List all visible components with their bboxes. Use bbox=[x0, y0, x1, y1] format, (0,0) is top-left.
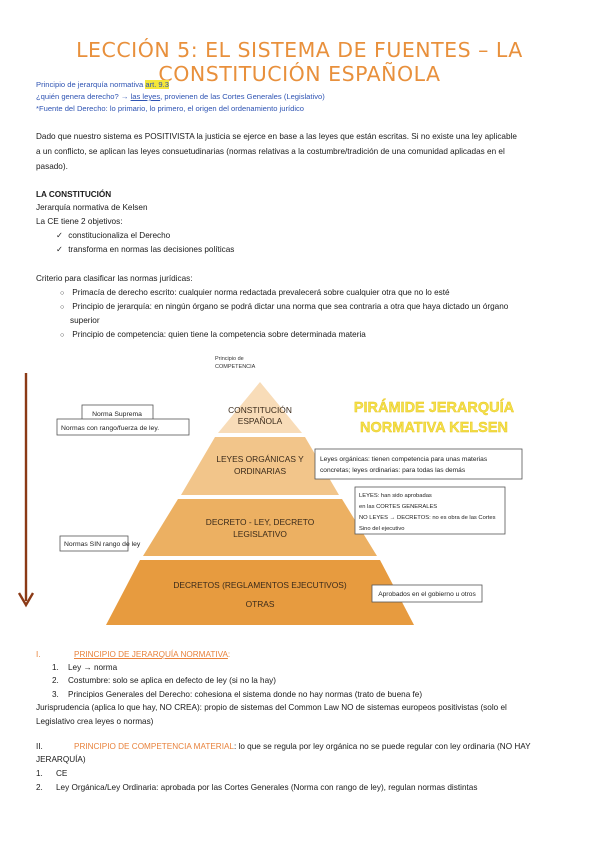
paragraph-line: pasado). bbox=[36, 162, 68, 171]
constitucion-heading: LA CONSTITUCIÓN bbox=[36, 190, 112, 199]
item-text: Principios Generales del Derecho: cohesi… bbox=[68, 690, 423, 699]
kelsen-subheading: Jerarquía normativa de Kelsen bbox=[36, 203, 148, 212]
leyes-organicas-text: Leyes orgánicas: tienen competencia para… bbox=[320, 456, 488, 463]
gobierno-box bbox=[371, 584, 483, 603]
item-number: 2. bbox=[52, 676, 59, 685]
leyes-cortes-box bbox=[354, 486, 506, 535]
jurisprudencia-line: Jurisprudencia (aplica lo que hay, NO CR… bbox=[36, 703, 507, 712]
pyramid-level-4 bbox=[106, 560, 414, 625]
article-highlight: art. 9.3 bbox=[145, 80, 169, 89]
section-2-number: II. bbox=[36, 742, 43, 751]
section-1-heading: I. PRINCIPIO DE JERARQUÍA NORMATIVA: bbox=[36, 648, 230, 661]
item-number: 1. bbox=[36, 769, 43, 778]
item-text: Ley → norma bbox=[68, 663, 118, 672]
pyramid-level-1 bbox=[218, 382, 302, 433]
numbered-item: 3. Principios Generales del Derecho: cohe… bbox=[52, 688, 422, 701]
kelsen-pyramid-diagram: Principio de COMPETENCIA CONSTITUCIÓN ES… bbox=[17, 356, 523, 625]
section-1-colon: : bbox=[227, 650, 231, 659]
section-2-title: PRINCIPIO DE COMPETENCIA MATERIAL bbox=[74, 742, 234, 751]
pyramid-level-2-label: ORDINARIAS bbox=[234, 466, 287, 476]
leyes-cortes-text: NO LEYES → DECRETOS: no es obra de las C… bbox=[359, 515, 496, 521]
numbered-item: 1. CE bbox=[36, 767, 67, 780]
competencia-label: COMPETENCIA bbox=[215, 364, 256, 370]
section-2-continuation: JERARQUÍA) bbox=[36, 755, 86, 764]
sin-rango-box bbox=[59, 535, 129, 552]
list-item: ✓ transforma en normas las decisiones po… bbox=[56, 243, 234, 256]
page-title: LECCIÓN 5: EL SISTEMA DE FUENTES – LA CO… bbox=[76, 38, 523, 86]
list-item: ○ Principio de jerarquía: en ningún órga… bbox=[60, 300, 508, 314]
section-1-number: I. bbox=[36, 650, 41, 659]
las-leyes-link[interactable]: las leyes bbox=[130, 92, 161, 101]
leyes-cortes-text: en las CORTES GENERALES bbox=[359, 504, 437, 510]
circle-bullet-icon: ○ bbox=[60, 332, 65, 339]
list-item-text: Principio de competencia: quien tiene la… bbox=[72, 330, 366, 339]
list-item: ✓ constitucionaliza el Derecho bbox=[56, 229, 170, 242]
numbered-item: 2. Ley Orgánica/Ley Ordinaria: aprobada p… bbox=[36, 781, 477, 794]
sin-rango-text: Normas SIN rango de ley bbox=[64, 541, 141, 548]
section-1-title: PRINCIPIO DE JERARQUÍA NORMATIVA bbox=[74, 650, 228, 659]
pyramid-title: NORMATIVA KELSEN bbox=[360, 420, 508, 436]
item-number: 2. bbox=[36, 783, 43, 792]
paragraph-line: a un conflicto, se aplican las leyes con… bbox=[36, 147, 505, 156]
pyramid-level-4-label: OTRAS bbox=[246, 599, 275, 609]
pyramid-level-3-label: DECRETO - LEY, DECRETO bbox=[206, 517, 315, 527]
numbered-item: 1. Ley → norma bbox=[52, 661, 117, 674]
checkmark-icon: ✓ bbox=[56, 245, 63, 254]
arrow-icon: → bbox=[120, 92, 129, 101]
checkmark-icon: ✓ bbox=[56, 231, 63, 240]
item-text: Ley Orgánica/Ley Ordinaria: aprobada por… bbox=[56, 783, 478, 792]
intro-line-3: *Fuente del Derecho: lo primario, lo pri… bbox=[36, 104, 305, 113]
list-item-text: Primacía de derecho escrito: cualquier n… bbox=[72, 288, 450, 297]
criterio-heading: Criterio para clasificar las normas jurí… bbox=[36, 274, 193, 283]
objetivos-line: La CE tiene 2 objetivos: bbox=[36, 217, 123, 226]
intro-line-1: Principio de jerarquía normativa art. 9.… bbox=[36, 79, 169, 90]
intro-question: ¿quién genera derecho? bbox=[36, 92, 119, 101]
item-number: 3. bbox=[52, 690, 59, 699]
list-item-text: constitucionaliza el Derecho bbox=[68, 231, 171, 240]
norma-suprema-text: Norma Suprema bbox=[92, 411, 142, 418]
numbered-item: 2. Costumbre: solo se aplica en defecto d… bbox=[52, 674, 276, 687]
pyramid-level-2 bbox=[181, 437, 339, 495]
circle-bullet-icon: ○ bbox=[60, 290, 65, 297]
pyramid-level-3 bbox=[143, 499, 377, 556]
pyramid-title: PIRÁMIDE JERARQUÍA bbox=[354, 399, 515, 416]
list-item-text: transforma en normas las decisiones polí… bbox=[68, 245, 235, 254]
section-2-heading: II. PRINCIPIO DE COMPETENCIA MATERIAL: lo… bbox=[36, 740, 531, 753]
item-number: 1. bbox=[52, 663, 59, 672]
pyramid-level-4-label: DECRETOS (REGLAMENTOS EJECUTIVOS) bbox=[173, 580, 346, 590]
list-item-text: Principio de jerarquía: en ningún órgano… bbox=[72, 302, 509, 311]
list-item-continuation: superior bbox=[70, 316, 100, 325]
rango-ley-box bbox=[56, 418, 190, 436]
item-text: CE bbox=[56, 769, 68, 778]
pyramid-level-1-label: ESPAÑOLA bbox=[238, 416, 283, 426]
gobierno-text: Aprobados en el gobierno u otros bbox=[378, 591, 476, 598]
leyes-cortes-text: Sino del ejecutivo bbox=[359, 526, 404, 532]
jurisprudencia-line: Legislativo crea leyes o normas) bbox=[36, 717, 154, 726]
intro-line-2-rest: , provienen de las Cortes Generales (Leg… bbox=[160, 92, 325, 101]
list-item: ○ Principio de competencia: quien tiene … bbox=[60, 328, 366, 342]
pyramid-level-1-label: CONSTITUCIÓN bbox=[228, 405, 292, 415]
intro-line-1-text: Principio de jerarquía normativa bbox=[36, 80, 144, 89]
pyramid-level-2-label: LEYES ORGÁNICAS Y bbox=[216, 454, 304, 464]
intro-line-2: ¿quién genera derecho? → las leyes, prov… bbox=[36, 91, 325, 102]
rango-ley-text: Normas con rango/fuerza de ley. bbox=[61, 425, 159, 432]
circle-bullet-icon: ○ bbox=[60, 304, 65, 311]
competencia-label: Principio de bbox=[215, 356, 244, 362]
pyramid-level-3-label: LEGISLATIVO bbox=[233, 529, 287, 539]
item-text: Costumbre: solo se aplica en defecto de … bbox=[68, 676, 276, 685]
leyes-organicas-box bbox=[314, 448, 523, 480]
paragraph-line: Dado que nuestro sistema es POSITIVISTA … bbox=[36, 132, 517, 141]
leyes-organicas-text: concretas; leyes ordinarias: para todas … bbox=[320, 467, 466, 474]
arrow-down-icon bbox=[17, 592, 35, 608]
list-item: ○ Primacía de derecho escrito: cualquier… bbox=[60, 286, 450, 300]
leyes-cortes-text: LEYES: han sido aprobadas bbox=[359, 493, 432, 499]
section-2-rest: : lo que se regula por ley orgánica no s… bbox=[233, 742, 531, 751]
